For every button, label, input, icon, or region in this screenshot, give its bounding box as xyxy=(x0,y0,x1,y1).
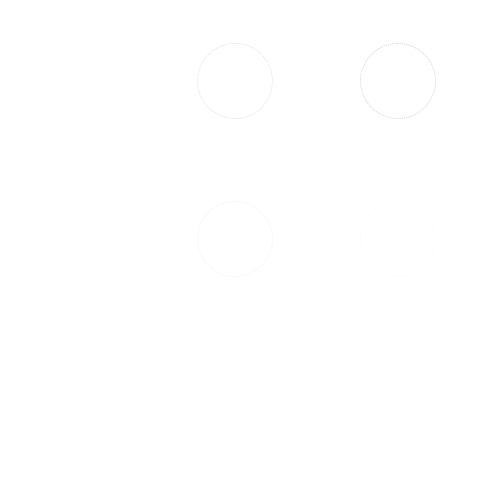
dotted-circle-icon[interactable] xyxy=(197,43,273,119)
dotted-circle-icon[interactable] xyxy=(360,201,436,277)
dotted-circle-icon[interactable] xyxy=(197,201,273,277)
dotted-circle-icon[interactable] xyxy=(360,43,436,119)
